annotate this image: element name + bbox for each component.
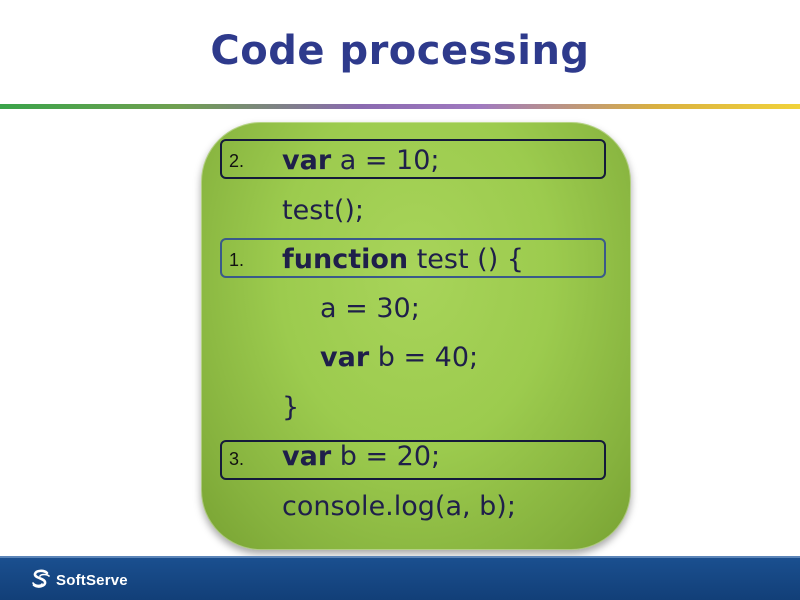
code-keyword: var (320, 342, 370, 373)
code-line-2: test(); (282, 195, 364, 227)
footer-divider (0, 556, 800, 558)
code-keyword: function (282, 244, 409, 275)
footer-bar (0, 558, 800, 600)
slide-title: Code processing (210, 28, 590, 74)
code-text: console.log(a, b); (282, 491, 516, 522)
highlight-box-step-3 (220, 440, 606, 480)
step-number-1: 1. (229, 250, 245, 270)
code-text: b = 20; (331, 441, 441, 472)
step-number-2: 2. (229, 151, 245, 171)
code-keyword: var (282, 441, 332, 472)
code-text: a = 30; (320, 293, 420, 324)
code-text: } (282, 392, 300, 423)
code-line-3: function test () { (282, 244, 524, 276)
code-line-6: } (282, 392, 299, 424)
softserve-logo: SoftServe (30, 568, 128, 592)
highlight-box-step-1 (220, 238, 606, 278)
code-panel (201, 122, 631, 550)
code-text: test () { (408, 244, 524, 275)
code-line-5: var b = 40; (320, 342, 478, 374)
code-text: a = 10; (331, 145, 440, 176)
softserve-logo-icon (30, 568, 52, 592)
code-line-7: var b = 20; (282, 441, 440, 473)
code-text: test(); (282, 195, 365, 226)
code-line-4: a = 30; (320, 293, 420, 325)
title-divider (0, 104, 800, 109)
code-text: b = 40; (369, 342, 479, 373)
logo-text: SoftServe (56, 571, 128, 589)
code-line-8: console.log(a, b); (282, 491, 516, 523)
step-number-3: 3. (229, 449, 245, 469)
code-line-1: var a = 10; (282, 145, 440, 177)
highlight-box-step-2 (220, 139, 606, 179)
code-keyword: var (282, 145, 332, 176)
